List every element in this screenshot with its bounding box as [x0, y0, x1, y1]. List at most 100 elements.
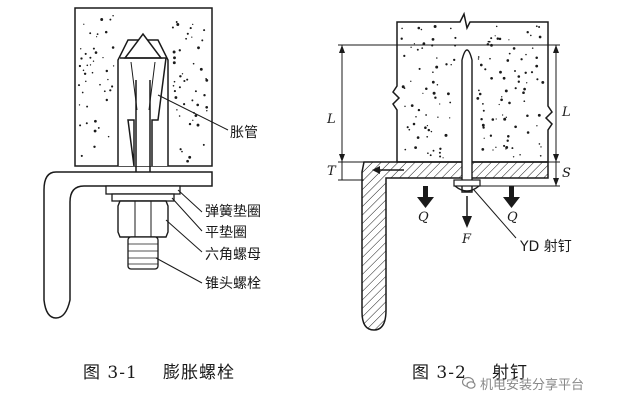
- concrete-speckle: [477, 58, 480, 60]
- concrete-speckle: [433, 25, 437, 28]
- label-spring-washer: 弹簧垫圈: [205, 204, 261, 220]
- wechat-icon: [462, 376, 476, 389]
- concrete-speckle: [436, 57, 438, 59]
- concrete-speckle: [512, 47, 516, 50]
- label-load-q-right: Q: [507, 210, 518, 225]
- concrete-speckle: [503, 117, 507, 121]
- concrete-speckle: [172, 84, 175, 87]
- concrete-speckle: [171, 26, 174, 29]
- concrete-speckle: [535, 25, 538, 28]
- concrete-speckle: [172, 50, 176, 54]
- concrete-speckle: [410, 80, 412, 83]
- concrete-speckle: [85, 80, 87, 83]
- concrete-speckle: [482, 126, 485, 129]
- force-f-arrow: [462, 196, 472, 228]
- concrete-speckle: [449, 101, 452, 104]
- concrete-speckle: [505, 116, 508, 119]
- label-hex-nut: 六角螺母: [205, 247, 261, 263]
- flat-washer: [111, 193, 175, 202]
- concrete-speckle: [410, 104, 414, 107]
- concrete-speckle: [416, 48, 419, 51]
- concrete-speckle: [531, 47, 534, 49]
- concrete-speckle: [439, 155, 442, 158]
- concrete-speckle: [500, 98, 503, 102]
- concrete-speckle: [92, 47, 95, 50]
- concrete-speckle: [100, 18, 104, 21]
- concrete-speckle: [178, 49, 181, 52]
- concrete-speckle: [535, 56, 538, 59]
- concrete-speckle: [412, 122, 416, 126]
- concrete-speckle: [418, 67, 421, 70]
- spring-washer: [105, 185, 181, 195]
- concrete-speckle: [495, 25, 498, 28]
- concrete-speckle: [400, 37, 403, 40]
- dim-label-t: T: [327, 164, 336, 179]
- concrete-speckle: [176, 109, 178, 111]
- concrete-speckle: [425, 87, 428, 91]
- concrete-speckle: [453, 58, 456, 62]
- concrete-speckle: [489, 134, 493, 137]
- concrete-speckle: [536, 125, 538, 127]
- concrete-speckle: [112, 65, 115, 67]
- concrete-speckle: [416, 136, 420, 139]
- concrete-speckle: [478, 92, 482, 96]
- concrete-speckle: [93, 129, 97, 133]
- concrete-speckle: [432, 149, 435, 152]
- concrete-speckle: [179, 75, 182, 78]
- concrete-speckle: [91, 71, 94, 74]
- caption-figure-3-2-title: 射钉: [492, 363, 528, 383]
- angle-steel-right: [361, 161, 549, 331]
- figure-3-1-drawing: [43, 7, 229, 319]
- expansion-tube: [120, 57, 167, 167]
- label-expansion-tube: 胀管: [230, 125, 258, 141]
- concrete-speckle: [413, 43, 416, 45]
- leader-lines-left: [155, 94, 229, 284]
- concrete-speckle: [431, 38, 435, 41]
- concrete-speckle: [435, 65, 439, 69]
- concrete-speckle: [175, 21, 178, 23]
- concrete-speckle: [83, 72, 87, 76]
- concrete-speckle: [496, 37, 500, 40]
- concrete-speckle: [506, 139, 509, 142]
- dim-label-s: S: [562, 166, 571, 181]
- concrete-speckle: [94, 119, 97, 123]
- concrete-speckle: [107, 78, 109, 81]
- concrete-speckle: [506, 59, 510, 62]
- concrete-speckle: [439, 103, 441, 105]
- concrete-speckle: [538, 35, 542, 39]
- concrete-speckle: [89, 56, 92, 59]
- concrete-speckle: [477, 56, 480, 58]
- concrete-speckle: [482, 109, 485, 112]
- concrete-speckle: [178, 86, 181, 89]
- concrete-speckle: [541, 80, 545, 84]
- concrete-speckle: [203, 94, 206, 97]
- concrete-speckle: [523, 100, 526, 103]
- concrete-speckle: [86, 105, 89, 108]
- concrete-speckle: [498, 37, 502, 41]
- label-force-f: F: [462, 232, 472, 247]
- shear-arrow: [372, 166, 404, 174]
- concrete-speckle: [185, 37, 188, 40]
- watermark-text: 机电安装分享平台: [480, 378, 585, 393]
- concrete-speckle: [96, 36, 98, 38]
- concrete-speckle: [173, 80, 176, 83]
- concrete-speckle: [538, 143, 541, 145]
- concrete-speckle: [96, 33, 99, 35]
- concrete-speckle: [432, 71, 434, 73]
- concrete-speckle: [78, 104, 81, 106]
- concrete-speckle: [432, 91, 436, 95]
- concrete-speckle: [417, 108, 421, 112]
- concrete-speckle: [172, 61, 176, 65]
- concrete-speckle: [191, 36, 193, 38]
- concrete-speckle: [537, 113, 541, 117]
- concrete-speckle: [501, 96, 503, 98]
- dimension-arrowheads: [339, 45, 559, 186]
- concrete-speckle: [199, 67, 203, 71]
- concrete-speckle: [501, 114, 504, 116]
- concrete-speckle: [503, 144, 506, 147]
- concrete-speckle: [191, 99, 194, 102]
- concrete-speckle: [183, 103, 186, 106]
- concrete-speckle: [434, 96, 437, 99]
- concrete-speckle: [502, 76, 506, 80]
- concrete-speckle: [517, 75, 521, 78]
